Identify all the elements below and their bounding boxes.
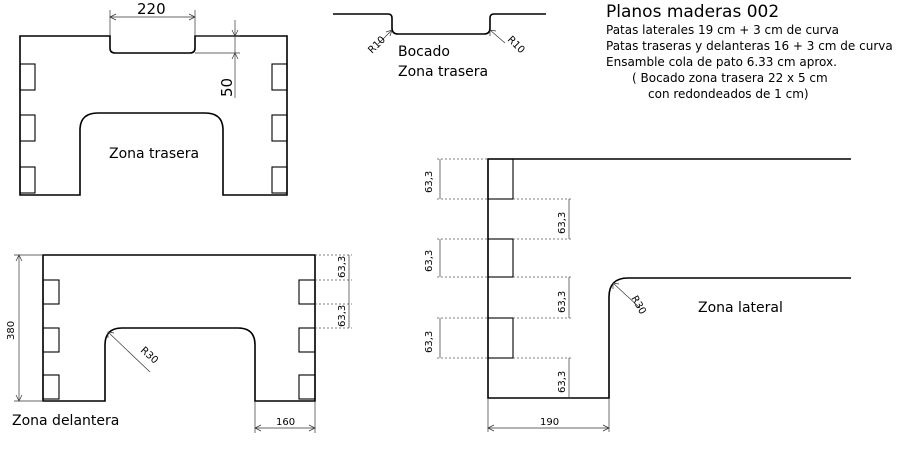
label-bocado-zona: Zona trasera <box>398 64 488 80</box>
dim-50-arrow-bottom <box>231 52 239 60</box>
r10-right-text: R10 <box>505 34 527 56</box>
lateral-left-dim-text-3: 63,3 <box>424 331 435 353</box>
lateral-left-dim-text-2: 63,3 <box>424 250 435 272</box>
zona-delantera-piece: 380 63,3 63,3 R30 160 Zona delantera <box>6 254 352 433</box>
dim-380-arrow-bottom <box>15 394 23 402</box>
lateral-right-dim-text-2: 63,3 <box>557 291 568 313</box>
label-bocado: Bocado <box>398 44 450 60</box>
notes-block: Planos maderas 002 Patas laterales 19 cm… <box>606 2 893 101</box>
label-zona-delantera: Zona delantera <box>12 413 119 429</box>
lateral-r30-arrow <box>612 282 620 289</box>
zona-lateral-piece: 63,3 63,3 63,3 63,3 63,3 63,3 R30 190 Zo… <box>424 158 851 432</box>
delantera-tab-left-2 <box>42 327 60 353</box>
zona-delantera-outline <box>42 254 316 402</box>
delantera-tab-left-1 <box>42 279 60 305</box>
zona-lateral-outline <box>487 158 851 399</box>
delantera-tab-left-3 <box>42 374 60 400</box>
note-line-4: ( Bocado zona trasera 22 x 5 cm <box>632 71 828 85</box>
zona-trasera-outline <box>19 35 288 196</box>
delantera-r30-leader <box>107 331 151 373</box>
r10-left-arrow <box>385 29 393 37</box>
dim-190-text: 190 <box>540 417 559 428</box>
lateral-right-dim-text-3: 63,3 <box>557 371 568 393</box>
dim-50-text: 50 <box>218 78 236 97</box>
delantera-tab-right-2 <box>298 327 316 353</box>
lateral-r30-text: R30 <box>628 294 647 317</box>
label-zona-lateral: Zona lateral <box>698 300 783 316</box>
dim-190-arrow-right <box>602 424 610 432</box>
lateral-left-dim-text-1: 63,3 <box>424 171 435 193</box>
r10-left-leader <box>377 29 393 45</box>
drawing-title: Planos maderas 002 <box>606 2 779 22</box>
trasera-tab-right-3 <box>271 166 288 194</box>
bocado-detail: R10 R10 Bocado Zona trasera <box>333 13 546 80</box>
note-line-5: con redondeados de 1 cm) <box>648 87 809 101</box>
lateral-tab-3 <box>487 317 514 359</box>
note-line-1: Patas laterales 19 cm + 3 cm de curva <box>606 23 839 37</box>
note-line-2: Patas traseras y delanteras 16 + 3 cm de… <box>606 39 893 53</box>
dim-160-text: 160 <box>276 417 295 428</box>
trasera-tab-left-2 <box>19 114 36 142</box>
delantera-dim-text-2: 63,3 <box>337 305 348 327</box>
delantera-dim-text-1: 63,3 <box>337 256 348 278</box>
lateral-tab-2 <box>487 238 514 278</box>
lateral-tab-1 <box>487 158 514 200</box>
dim-160-arrow-left <box>254 424 262 432</box>
trasera-tab-right-1 <box>271 63 288 91</box>
bocado-profile <box>333 13 546 35</box>
dim-220-text: 220 <box>137 0 166 18</box>
label-zona-trasera: Zona trasera <box>109 146 199 162</box>
trasera-tab-left-3 <box>19 166 36 194</box>
dim-190-arrow-left <box>487 424 495 432</box>
delantera-tab-right-3 <box>298 374 316 400</box>
dim-380-arrow-top <box>15 254 23 262</box>
dim-220-arrow-right <box>188 13 196 21</box>
r10-right-arrow <box>489 29 497 36</box>
zona-trasera-piece: 220 50 Zona trasera <box>19 0 288 196</box>
r10-right-leader <box>489 29 506 44</box>
delantera-r30-text: R30 <box>138 345 160 366</box>
delantera-tab-right-1 <box>298 279 316 305</box>
dim-50-arrow-top <box>231 29 239 37</box>
lateral-r30-leader <box>612 282 641 309</box>
dim-160-arrow-right <box>308 424 316 432</box>
note-line-3: Ensamble cola de pato 6.33 cm aprox. <box>606 55 837 69</box>
dim-380-text: 380 <box>6 321 17 340</box>
dim-220-arrow-left <box>109 13 117 21</box>
trasera-tab-left-1 <box>19 63 36 91</box>
lateral-right-dim-text-1: 63,3 <box>557 212 568 234</box>
delantera-r30-arrow <box>107 331 115 338</box>
trasera-tab-right-2 <box>271 114 288 142</box>
